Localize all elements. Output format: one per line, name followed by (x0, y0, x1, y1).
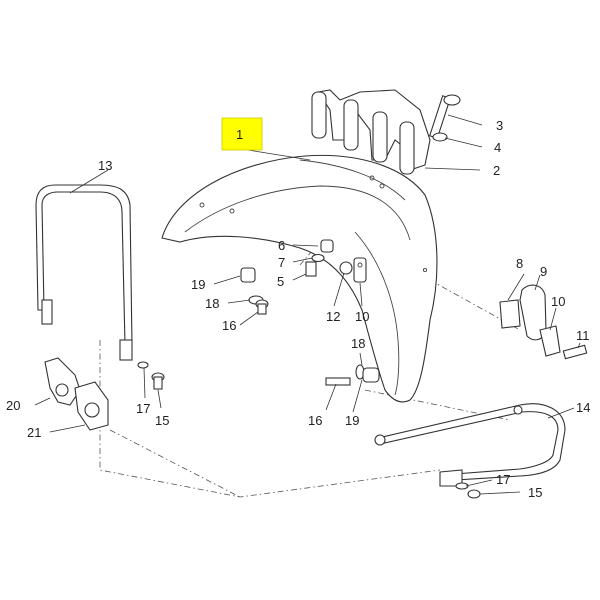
callout-9[interactable]: 9 (540, 264, 547, 279)
callout-18-center[interactable]: 18 (351, 336, 365, 351)
callout-19-left[interactable]: 19 (191, 277, 205, 292)
callout-2[interactable]: 2 (493, 163, 500, 178)
rail-14[interactable] (374, 403, 566, 487)
washer-17-right[interactable] (455, 482, 469, 490)
washer-17-left[interactable] (137, 361, 149, 369)
callout-21[interactable]: 21 (27, 425, 41, 440)
callout-14[interactable]: 14 (576, 400, 590, 415)
callout-15-right[interactable]: 15 (528, 485, 542, 500)
callout-8[interactable]: 8 (516, 256, 523, 271)
leader-lines (34, 114, 581, 495)
callout-11[interactable]: 11 (576, 328, 590, 343)
washer-7[interactable] (311, 253, 325, 263)
callout-17-left[interactable]: 17 (136, 401, 150, 416)
washer-4[interactable] (432, 132, 448, 142)
screw-15-right[interactable] (467, 489, 481, 499)
rail-13[interactable] (35, 184, 133, 361)
callout-3[interactable]: 3 (496, 118, 503, 133)
block-8[interactable] (499, 299, 521, 329)
screw-16-center[interactable] (325, 377, 351, 386)
callout-16-left[interactable]: 16 (222, 318, 236, 333)
callout-1[interactable]: 1 (236, 127, 243, 142)
screw-5[interactable] (305, 261, 317, 277)
grommet-19-center[interactable] (362, 367, 380, 383)
callout-13[interactable]: 13 (98, 158, 112, 173)
callout-6[interactable]: 6 (278, 238, 285, 253)
callout-16-center[interactable]: 16 (308, 413, 322, 428)
callout-labels: 1 2 3 4 5 6 7 8 9 10 10 11 12 13 14 15 1… (6, 118, 590, 500)
callout-20[interactable]: 20 (6, 398, 20, 413)
grommet-19-left[interactable] (240, 267, 256, 283)
callout-17-right[interactable]: 17 (496, 472, 510, 487)
clip-10-right[interactable] (539, 325, 561, 357)
callout-12[interactable]: 12 (326, 309, 340, 324)
nut-12[interactable] (339, 261, 353, 275)
callout-10-right[interactable]: 10 (551, 294, 565, 309)
highlight-box (221, 117, 263, 151)
callout-15-left[interactable]: 15 (155, 413, 169, 428)
screw-15-left[interactable] (151, 372, 165, 390)
grommet-6[interactable] (320, 239, 334, 253)
callout-19-center[interactable]: 19 (345, 413, 359, 428)
bolt-3[interactable] (429, 94, 461, 139)
clip-10-center[interactable] (353, 257, 367, 283)
callout-5[interactable]: 5 (277, 274, 284, 289)
callout-7[interactable]: 7 (278, 255, 285, 270)
screw-16-left[interactable] (255, 299, 269, 315)
callout-10-center[interactable]: 10 (355, 309, 369, 324)
fender-bracket[interactable] (311, 89, 431, 175)
callout-18-left[interactable]: 18 (205, 296, 219, 311)
bracket-21[interactable] (74, 381, 109, 431)
bolt-11[interactable] (562, 344, 588, 360)
front-fender[interactable] (161, 154, 438, 403)
bracket-20[interactable] (44, 357, 81, 406)
callout-4[interactable]: 4 (494, 140, 501, 155)
